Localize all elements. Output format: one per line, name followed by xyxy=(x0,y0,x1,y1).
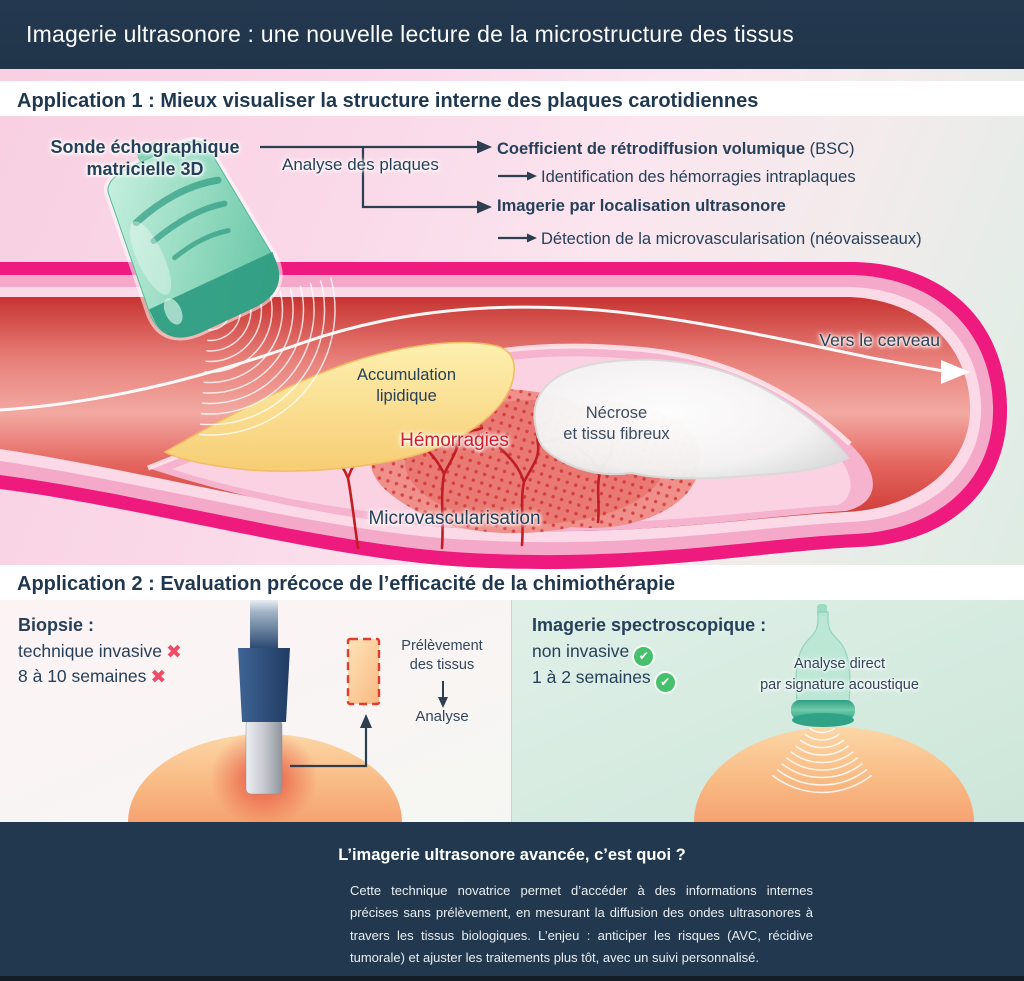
biopsy-needle-shaft xyxy=(245,719,283,795)
lipid-accumulation-label: Accumulation lipidique xyxy=(356,366,457,406)
ultrasound-localization-item: Imagerie par localisation ultrasonore xyxy=(497,197,786,215)
necrosis-label: Nécrose et tissu fibreux xyxy=(563,404,670,444)
check-icon: ✔ xyxy=(634,646,654,666)
app1-connectors xyxy=(260,145,527,240)
app1-arrowheads xyxy=(477,140,537,243)
app2-heading: Application 2 : Evaluation précoce de l’… xyxy=(17,573,675,595)
spectro-title: Imagerie spectroscopique : xyxy=(532,615,767,635)
tissue-sampling-label: Prélèvement des tissus xyxy=(401,638,483,673)
to-brain-label: Vers le cerveau xyxy=(819,330,940,350)
bsc-coefficient-item: Coefficient de rétrodiffusion volumique … xyxy=(497,140,855,158)
carotid-artery-illustration xyxy=(0,262,1008,570)
analysis-arrowhead xyxy=(438,697,448,708)
analysis-label: Analyse xyxy=(415,708,469,725)
spectro-text-block: Imagerie spectroscopique : non invasive✔… xyxy=(532,614,766,692)
spectro-line-weeks: 1 à 2 semaines✔ xyxy=(532,666,766,692)
microvascularisation-detection-item: Détection de la microvascularisation (né… xyxy=(541,230,922,248)
flow-arrow xyxy=(0,305,970,412)
app1-heading-band xyxy=(0,81,1024,116)
footer-body: Cette technique novatrice permet d’accéd… xyxy=(350,883,813,966)
app1-heading: Application 1 : Mieux visualiser la stru… xyxy=(17,90,759,112)
check-icon: ✔ xyxy=(655,672,675,692)
hemorrhage-label: Hémorragies xyxy=(400,430,509,451)
plaque-analysis-label: Analyse des plaques xyxy=(282,155,439,174)
footer-panel xyxy=(0,822,1024,981)
ultrasound-waves-small xyxy=(771,721,873,794)
biopsy-handle xyxy=(238,648,290,722)
sample-arrowhead xyxy=(360,714,372,728)
ultrasound-waves-large xyxy=(199,277,336,436)
small-probe-bell xyxy=(795,611,851,703)
cross-icon: ✖ xyxy=(150,666,167,688)
biopsy-illustration xyxy=(128,600,448,826)
header-bar: Imagerie ultrasonore : une nouvelle lect… xyxy=(0,0,1024,69)
hemorrhage-identification-item: Identification des hémorragies intraplaq… xyxy=(541,168,856,186)
footer-title: L’imagerie ultrasonore avancée, c’est qu… xyxy=(338,846,686,864)
probe-label: Sonde échographique matricielle 3D xyxy=(50,137,240,180)
app2-heading-band xyxy=(0,565,1024,600)
microvascularisation-label: Microvascularisation xyxy=(368,508,541,529)
tissue-sample-box xyxy=(346,637,381,706)
biopsy-title: Biopsie : xyxy=(18,615,95,635)
acoustic-signature-label: Analyse direct par signature acoustique xyxy=(760,656,919,694)
biopsy-handle-stem xyxy=(250,600,278,650)
spectro-line-noninvasive: non invasive✔ xyxy=(532,640,766,666)
footer-bottom-strip xyxy=(0,976,1024,981)
ultrasound-probe-large xyxy=(103,137,283,341)
necrosis-blob xyxy=(533,358,850,480)
biopsy-line-invasive: technique invasive✖ xyxy=(18,640,182,663)
skin-dome-right xyxy=(694,727,974,822)
cross-icon: ✖ xyxy=(165,641,182,663)
biopsy-text-block: Biopsie : technique invasive✖ 8 à 10 sem… xyxy=(18,614,182,690)
lipid-pool xyxy=(163,341,515,472)
biopsy-line-weeks: 8 à 10 semaines✖ xyxy=(18,665,167,688)
spectro-illustration xyxy=(694,604,974,822)
page-title: Imagerie ultrasonore : une nouvelle lect… xyxy=(26,21,794,47)
